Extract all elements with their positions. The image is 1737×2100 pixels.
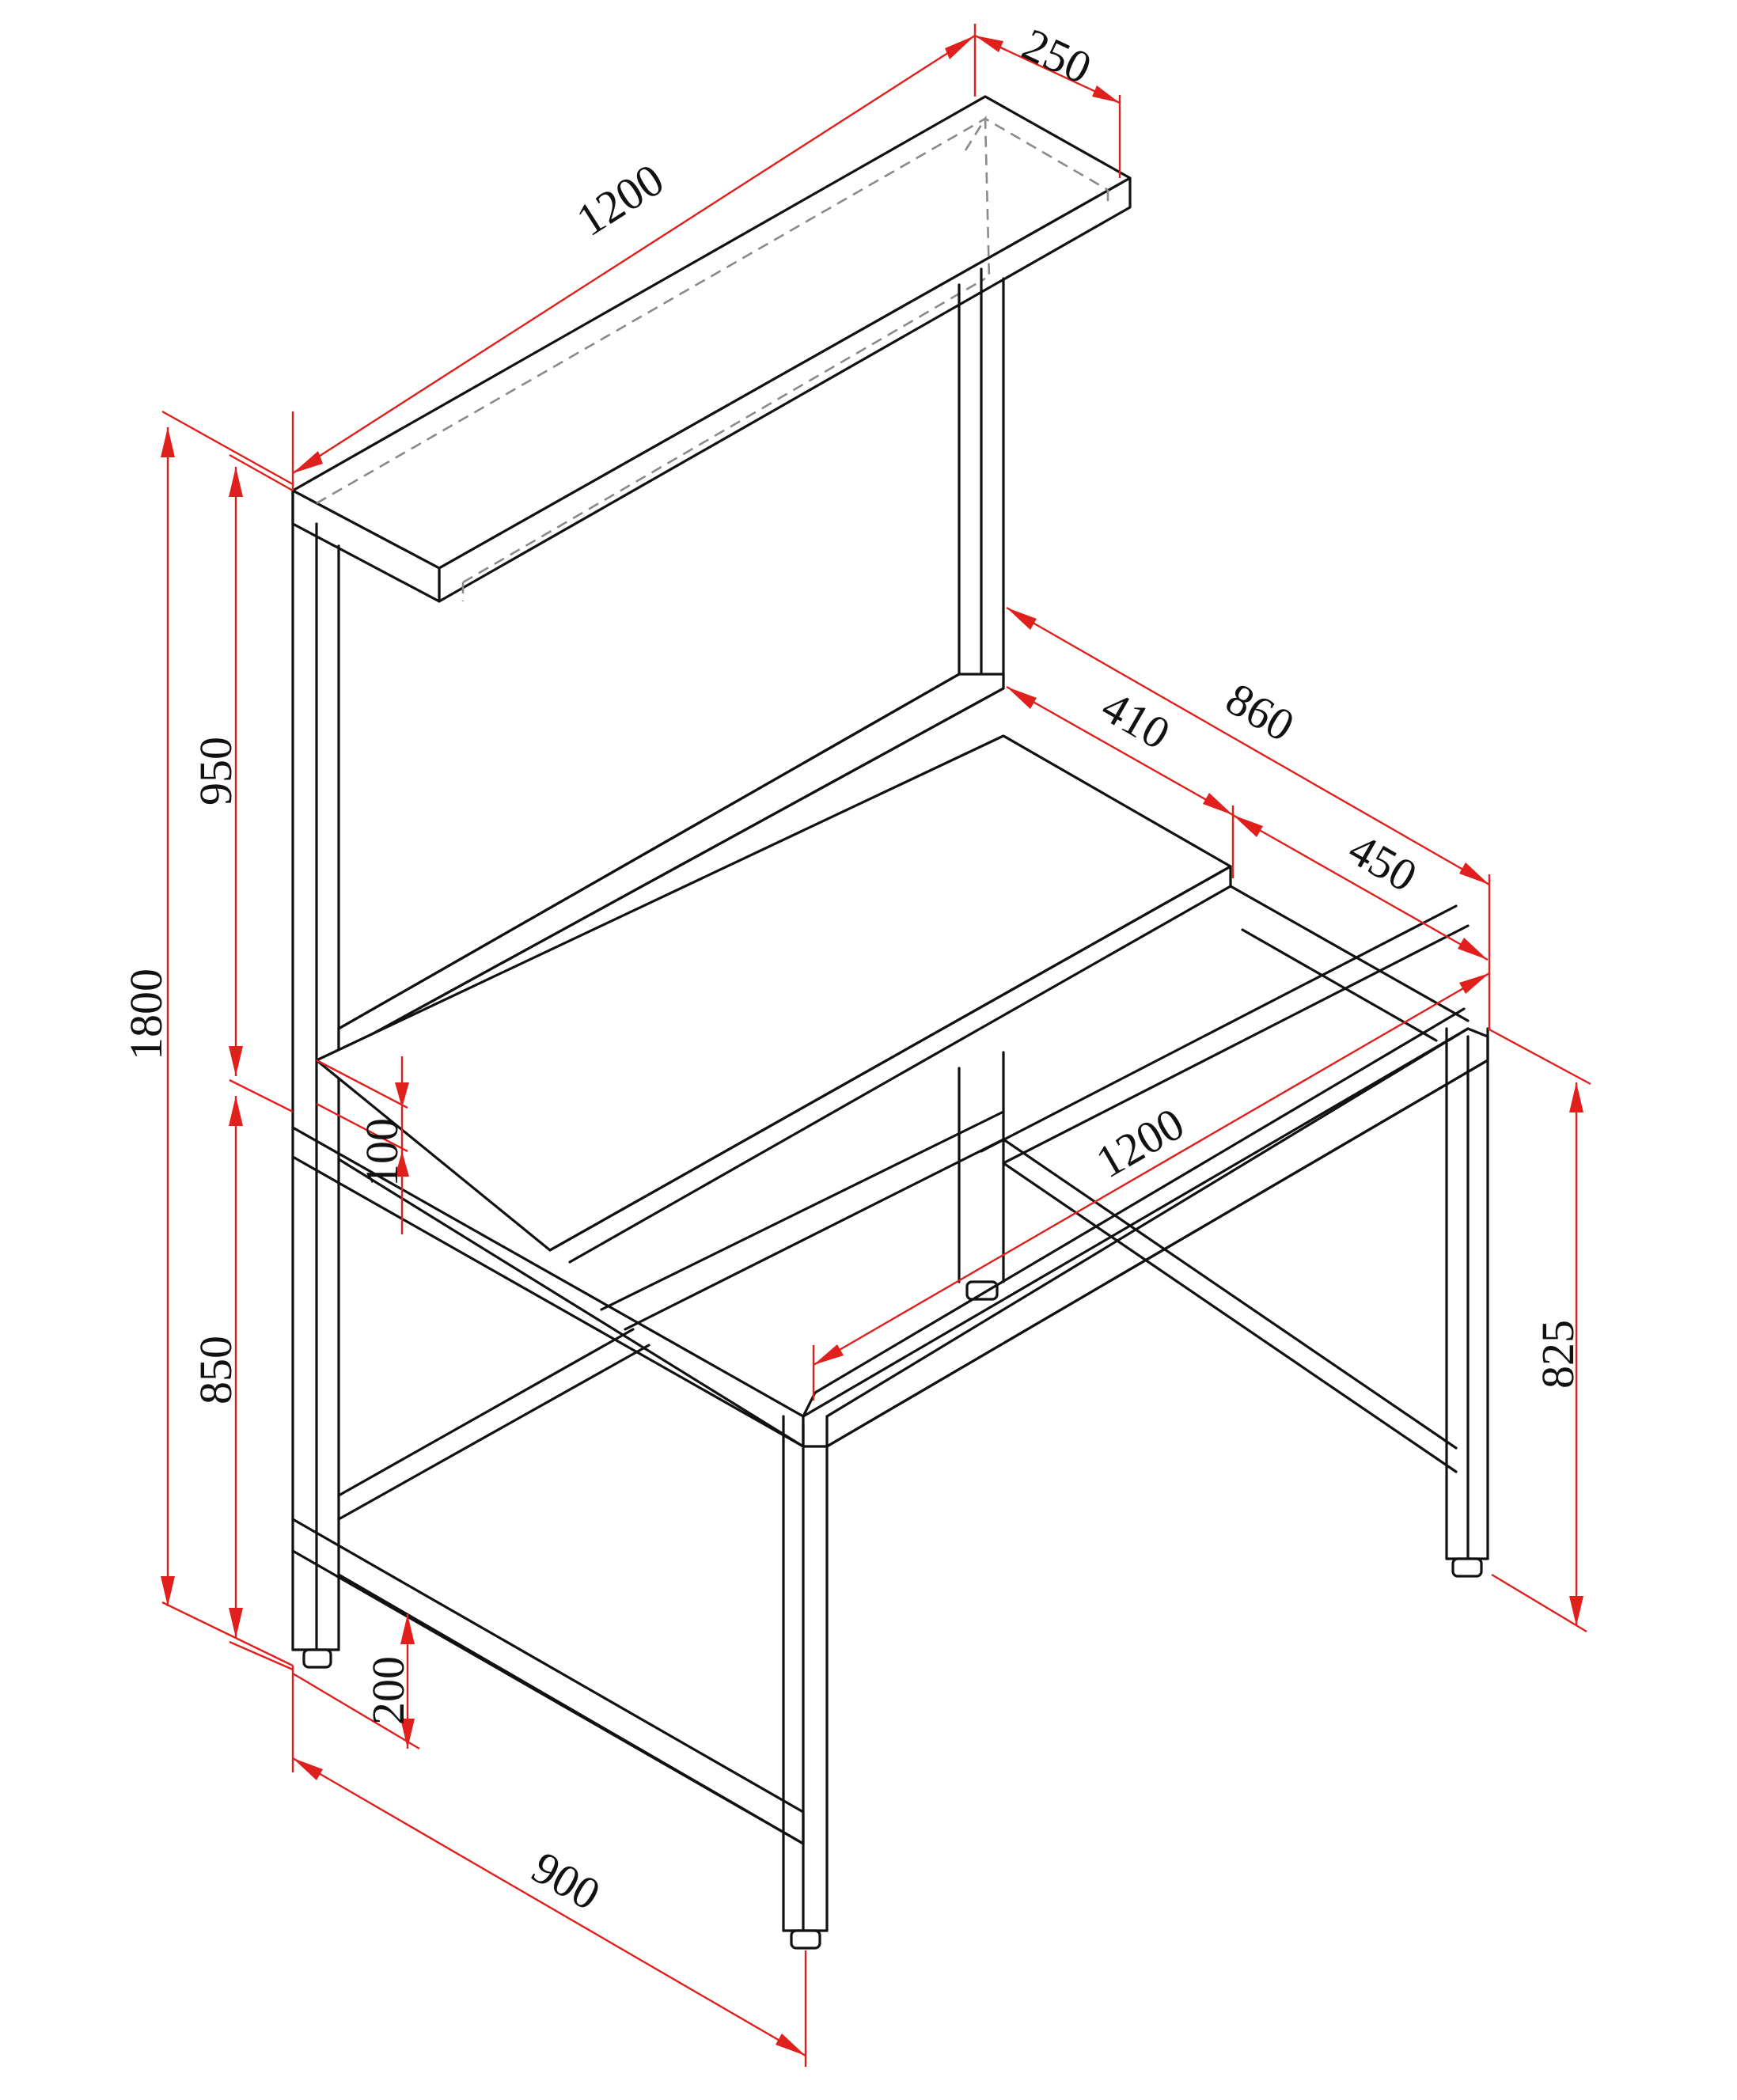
dim-upper-height: 950	[190, 453, 294, 1113]
dim-shelf-length-label: 1200	[567, 154, 673, 246]
right-rear-foot	[965, 1280, 999, 1301]
dim-total-height-label: 1800	[120, 969, 172, 1060]
dim-right-leg-height: 825	[1487, 1027, 1591, 1633]
dim-foot-rail-height-label: 200	[362, 1656, 414, 1725]
dim-right-leg-height-label: 825	[1532, 1320, 1583, 1389]
dim-upper-height-label: 950	[190, 737, 241, 806]
dim-shelf-depth-label: 250	[1015, 18, 1099, 94]
left-side-rails	[291, 1126, 805, 1845]
upper-back-rail	[337, 673, 1005, 1054]
left-rear-upright	[291, 522, 340, 1669]
dim-frame-length: 1200	[812, 972, 1490, 1401]
dim-rear-depth: 450	[1232, 813, 1489, 961]
dim-total-height: 1800	[120, 410, 294, 1667]
front-left-foot	[790, 1929, 821, 1950]
dim-lower-height-label: 850	[190, 1336, 241, 1404]
front-left-leg	[782, 1415, 829, 1950]
dim-rear-depth-label: 450	[1341, 823, 1426, 902]
front-frame	[600, 885, 1489, 1473]
dim-total-depth-label: 860	[1218, 673, 1303, 752]
right-rear-upright	[958, 267, 1005, 1301]
workbench-frame	[291, 95, 1489, 1950]
top-shelf-hidden-edges	[316, 115, 1109, 601]
dim-worktop-edge: 100	[316, 1056, 409, 1234]
dim-foot-rail-height: 200	[292, 1614, 420, 1750]
worktop	[315, 734, 1232, 1264]
dim-worktop-depth-label: 410	[1094, 680, 1179, 760]
dim-lower-height: 850	[190, 1096, 294, 1671]
dim-frame-depth-label: 900	[524, 1841, 609, 1920]
front-right-foot	[1451, 1557, 1483, 1578]
front-right-leg	[1445, 1027, 1489, 1578]
dim-frame-depth: 900	[291, 1666, 807, 2067]
left-rear-foot	[302, 1648, 332, 1669]
dim-worktop-edge-label: 100	[356, 1118, 408, 1187]
